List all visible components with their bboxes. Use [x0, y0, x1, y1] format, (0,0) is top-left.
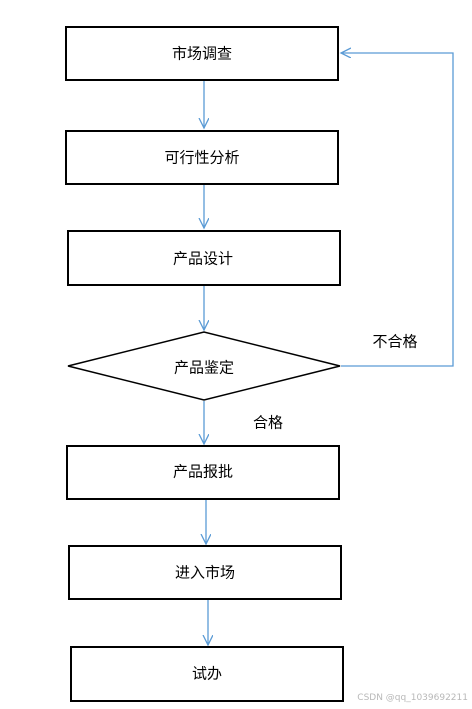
node-market-entry: [68, 545, 342, 600]
node-market-research: [65, 26, 339, 81]
edge-label-pass: 合格: [253, 414, 283, 432]
node-trial: [70, 646, 344, 702]
node-approval: [66, 445, 340, 500]
connector-fail-loop: [341, 53, 454, 367]
watermark-text: CSDN @qq_1039692211: [357, 693, 468, 703]
node-market-research-label: 市场调查: [172, 45, 232, 63]
node-approval-label: 产品报批: [173, 463, 233, 481]
node-appraisal-label: 产品鉴定: [174, 359, 234, 377]
node-trial-label: 试办: [192, 665, 222, 683]
node-feasibility-label: 可行性分析: [164, 149, 239, 167]
node-market-entry-label: 进入市场: [175, 564, 235, 582]
edge-label-fail: 不合格: [372, 333, 417, 351]
node-design: [67, 230, 341, 286]
node-feasibility: [65, 130, 339, 185]
node-design-label: 产品设计: [173, 250, 233, 268]
node-appraisal: [67, 331, 341, 401]
